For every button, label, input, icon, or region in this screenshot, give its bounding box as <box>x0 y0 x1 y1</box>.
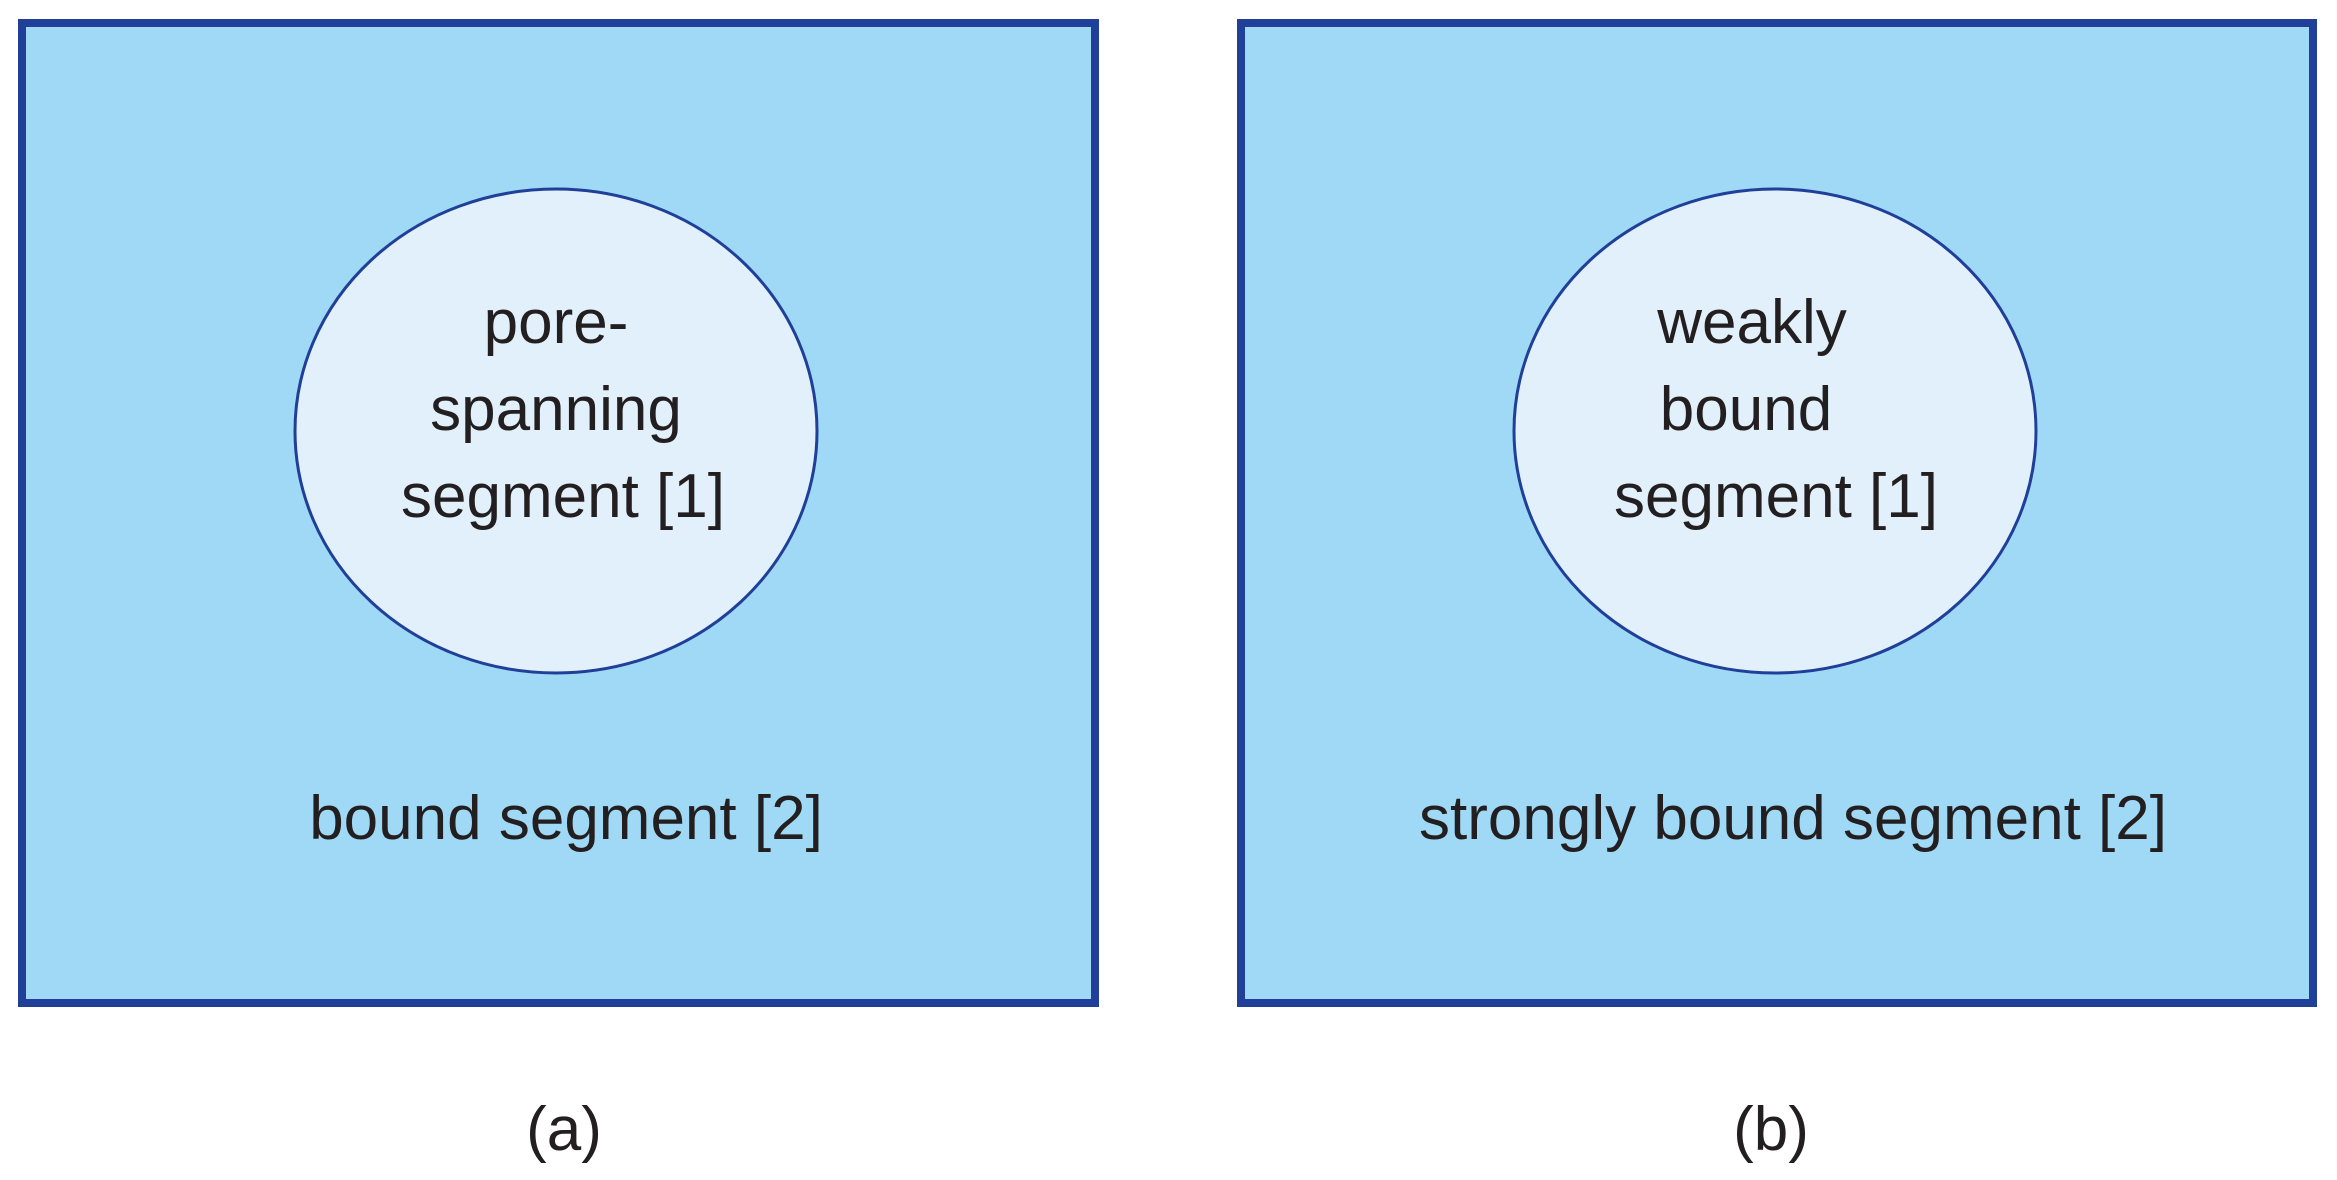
caption-b: (b) <box>1733 1095 1809 1164</box>
inner-label-b-line1: weakly <box>1656 288 1847 357</box>
inner-label-a-line2: spanning <box>430 375 682 444</box>
inner-label-b-line2: bound <box>1660 375 1832 444</box>
inner-label-a-line1: pore- <box>484 288 629 357</box>
inner-label-a-line3: segment [1] <box>401 462 725 531</box>
outer-label-a: bound segment [2] <box>309 784 823 853</box>
inner-region-b <box>1512 187 2038 675</box>
panel-a: pore- spanning segment [1] bound segment… <box>18 19 1099 1164</box>
caption-a: (a) <box>526 1095 602 1164</box>
inner-region-a <box>293 187 819 675</box>
outer-label-b: strongly bound segment [2] <box>1419 784 2167 853</box>
inner-label-b-line3: segment [1] <box>1614 462 1938 531</box>
panel-b: weakly bound segment [1] strongly bound … <box>1237 19 2317 1164</box>
